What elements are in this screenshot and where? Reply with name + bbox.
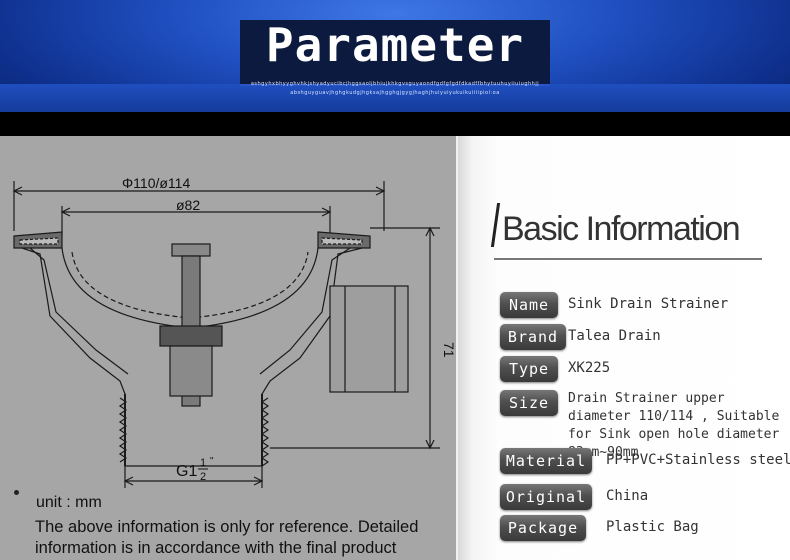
thread-fraction-num: 1	[200, 457, 206, 469]
header-subtitle-line1: ashgyhxbhyyghvhkjshyadyucibcjhggsaoljbhi…	[250, 81, 540, 87]
title-panel	[240, 20, 550, 86]
thread-mark: "	[210, 456, 214, 467]
info-value: Plastic Bag	[606, 519, 699, 535]
thread-label: G1	[176, 463, 197, 480]
technical-drawing: Φ110/ø114 ø82 71 G1 1 2 "	[12, 175, 457, 488]
info-value: Sink Drain Strainer	[568, 296, 729, 312]
title-underline	[494, 258, 762, 260]
thread-fraction-den: 2	[200, 471, 206, 483]
thread-right	[260, 397, 270, 467]
info-value: Talea Drain	[568, 328, 661, 344]
info-label: Original	[500, 484, 592, 510]
info-label: Material	[500, 448, 592, 474]
page-title: Parameter	[265, 18, 525, 72]
info-label: Size	[500, 390, 558, 416]
info-value: XK225	[568, 360, 611, 376]
note-bullet	[14, 490, 19, 495]
header-black-band	[0, 112, 790, 136]
body-outline	[21, 247, 363, 467]
info-label: Type	[500, 356, 558, 382]
info-label: Name	[500, 292, 558, 318]
dim-label-height: 71	[441, 342, 457, 358]
stem-seal	[159, 325, 223, 347]
info-value: China	[606, 488, 649, 504]
unit-note: unit : mm	[36, 494, 102, 511]
header-subtitle-line2: abshguyguavjhghgkudgjhgksajhgghgjgygjhag…	[290, 90, 500, 96]
header-banner: Parameter ashgyhxbhyyghvhkjshyadyucibcjh…	[0, 0, 790, 136]
stem-cap	[171, 243, 211, 257]
info-label: Package	[500, 515, 586, 541]
thread-left	[118, 397, 128, 463]
basic-info-title: Basic Information	[502, 210, 741, 248]
overflow-outlet	[329, 285, 409, 393]
disclaimer-note: The above information is only for refere…	[35, 518, 419, 557]
info-label: Brand	[500, 324, 566, 350]
info-value: PP+PVC+Stainless steel	[606, 452, 790, 468]
dim-label-inner: ø82	[176, 197, 200, 213]
dim-label-outer: Φ110/ø114	[122, 175, 190, 191]
